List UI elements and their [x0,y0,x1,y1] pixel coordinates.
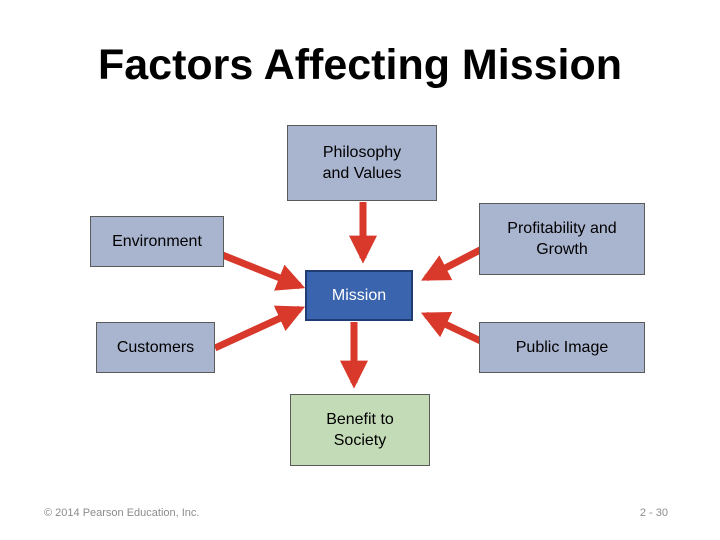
profitability-growth-box: Profitability and Growth [479,203,645,275]
environment-box: Environment [90,216,224,267]
arrow-publicimage-to-mission [420,311,489,348]
slide-title: Factors Affecting Mission [97,41,623,89]
mission-box: Mission [305,270,413,321]
page-number: 2 - 30 [639,507,668,519]
benefit-to-society-box: Benefit to Society [290,394,430,466]
arrow-customers-to-mission [213,305,306,352]
customers-box: Customers [96,322,215,373]
philosophy-values-box: Philosophy and Values [287,125,437,201]
copyright-footer: © 2014 Pearson Education, Inc. [44,507,200,519]
arrow-profitability-to-mission [421,245,484,282]
public-image-box: Public Image [479,322,645,373]
arrow-environment-to-mission [213,248,306,291]
